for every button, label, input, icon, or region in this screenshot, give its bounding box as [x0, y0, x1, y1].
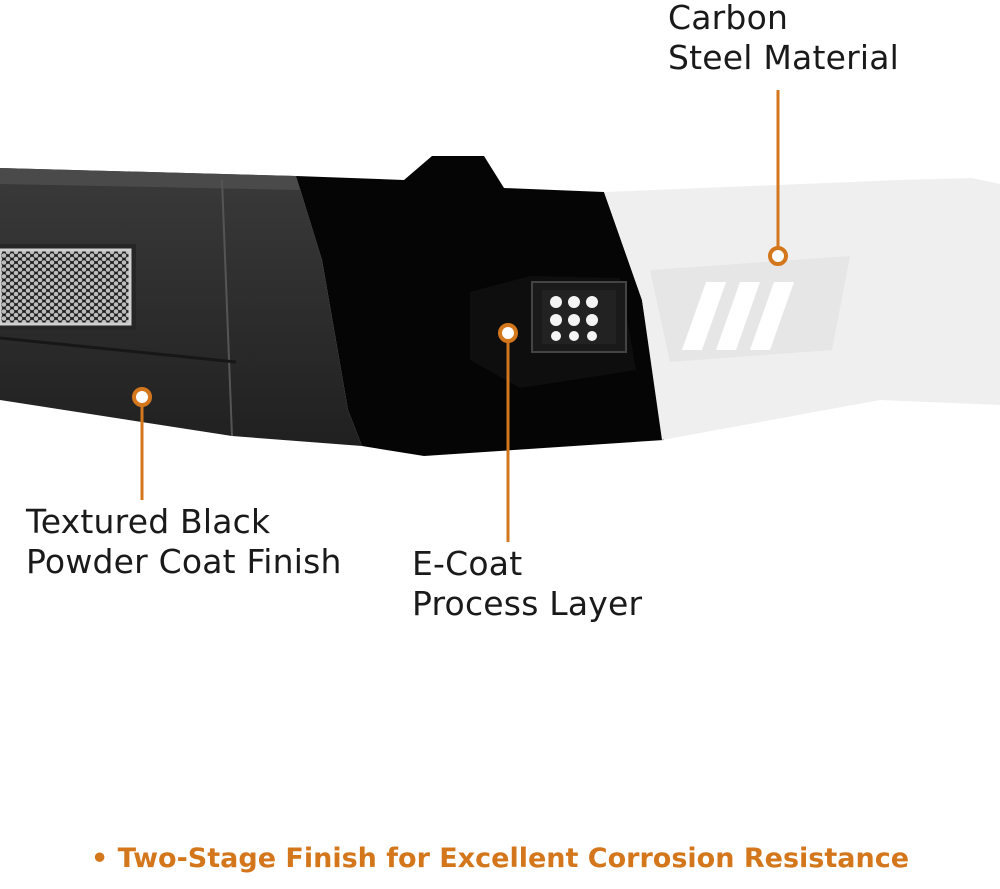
footer-caption: • Two-Stage Finish for Excellent Corrosi… [90, 843, 910, 874]
steel-section [604, 178, 1000, 440]
ecoat-label: E-Coat Process Layer [412, 544, 642, 624]
ecoat-label-line1: E-Coat [412, 544, 523, 583]
carbon-steel-label-line1: Carbon [668, 0, 789, 37]
powder-coat-label: Textured Black Powder Coat Finish [26, 502, 342, 582]
carbon-steel-label-line2: Steel Material [668, 38, 900, 77]
ecoat-section [296, 156, 664, 456]
powder-coat-section [0, 168, 362, 446]
callout-carbon [768, 90, 788, 266]
ecoat-label-line2: Process Layer [412, 584, 643, 623]
powder-coat-label-line2: Powder Coat Finish [26, 542, 342, 581]
callout-ecoat [498, 323, 518, 542]
powder-coat-label-line1: Textured Black [26, 502, 271, 541]
callout-dot-icon [768, 246, 788, 266]
callout-dot-icon [132, 387, 152, 407]
callout-dot-icon [498, 323, 518, 343]
carbon-steel-label: Carbon Steel Material [668, 0, 899, 78]
callout-powder-coat [132, 387, 152, 500]
